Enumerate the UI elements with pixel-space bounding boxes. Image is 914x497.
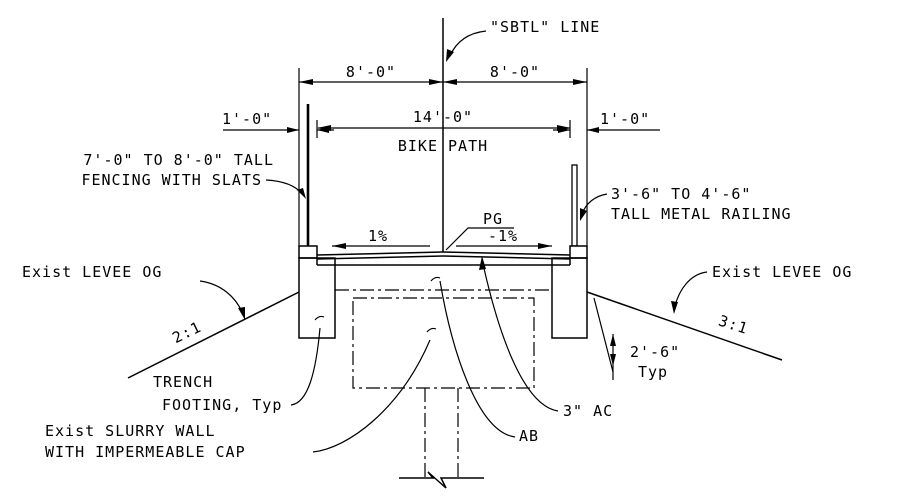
railing-leader-arrow xyxy=(580,208,587,221)
sbtl-leader-arrow xyxy=(446,49,454,62)
fence-label-line2: FENCING WITH SLATS xyxy=(81,171,262,189)
levee-slope-right xyxy=(586,291,783,361)
dim-left-offset: 1'-0" xyxy=(222,110,272,128)
footing-label-line1: TRENCH xyxy=(153,373,213,391)
slope-arrowhead-left xyxy=(332,243,346,249)
depth-arrow-top xyxy=(610,334,616,346)
footing-leader xyxy=(290,327,321,406)
levee-left-leader xyxy=(199,280,243,313)
dim-path-width: 14'-0" xyxy=(413,108,473,126)
break-line xyxy=(399,471,484,489)
depth-slope-ref xyxy=(593,297,614,373)
dim-arrow xyxy=(443,79,457,85)
ac-bottom-left xyxy=(316,255,444,260)
railing-base-block xyxy=(569,245,588,259)
metal-railing-post xyxy=(571,164,578,247)
ratio-right-label: 3:1 xyxy=(716,312,750,338)
slope-right-label: -1% xyxy=(488,227,518,245)
dim-arrow xyxy=(587,127,599,133)
depth-label-line1: 2'-6" xyxy=(630,343,680,361)
levee-right-label: Exist LEVEE OG xyxy=(712,263,852,281)
slurry-leader xyxy=(312,339,431,453)
pg-label: PG xyxy=(483,210,503,228)
dim-right-half: 8'-0" xyxy=(490,63,540,81)
pavement-top-left xyxy=(316,251,444,256)
levee-right-arrow xyxy=(671,301,678,314)
dim-arrow xyxy=(299,79,313,85)
dim-bike-path-label: BIKE PATH xyxy=(398,137,488,155)
slope-arrowhead-right xyxy=(538,243,552,249)
dim-arrow xyxy=(558,127,570,133)
levee-right-leader xyxy=(674,271,708,307)
levee-left-arrow xyxy=(238,307,245,320)
footing-tick-mark xyxy=(314,315,325,321)
ac-leader-arrow xyxy=(479,256,486,270)
dim-left-half: 8'-0" xyxy=(346,63,396,81)
slurry-wall-cap xyxy=(352,297,535,389)
ab-label: AB xyxy=(519,427,539,445)
slurry-tick-mark xyxy=(426,327,437,333)
levee-slope-left xyxy=(127,291,300,379)
depth-arrow-bottom xyxy=(610,354,616,366)
levee-left-label: Exist LEVEE OG xyxy=(22,263,162,281)
dim-right-offset: 1'-0" xyxy=(600,110,650,128)
trench-footing-left xyxy=(298,257,336,339)
fence-leader-arrow xyxy=(297,188,306,199)
dim-arrow xyxy=(317,127,329,133)
slurry-label-line2: WITH IMPERMEABLE CAP xyxy=(45,443,246,461)
pg-leader xyxy=(445,227,514,251)
sbtl-leader xyxy=(449,30,487,57)
railing-label-line1: 3'-6" TO 4'-6" xyxy=(611,185,751,203)
ac-bottom-right xyxy=(442,255,571,260)
pavement-top-right xyxy=(442,251,571,256)
slope-left-label: 1% xyxy=(368,227,388,245)
dim-arrow xyxy=(573,79,587,85)
depth-label-line2: Typ xyxy=(638,363,668,381)
footing-label-line2: FOOTING, Typ xyxy=(162,396,282,414)
fence-base-block xyxy=(298,245,318,259)
ac-leader xyxy=(482,263,559,412)
slurry-label-line1: Exist SLURRY WALL xyxy=(45,422,216,440)
trench-footing-right xyxy=(551,257,588,339)
fence-label-line1: 7'-0" TO 8'-0" TALL xyxy=(83,151,274,169)
dim-arrow xyxy=(287,127,299,133)
dim-arrow xyxy=(429,79,443,85)
ab-leader xyxy=(439,280,516,438)
fence-leader xyxy=(265,179,303,195)
sbtl-line-label: "SBTL" LINE xyxy=(490,18,600,36)
ab-tick-mark xyxy=(430,276,441,282)
railing-label-line2: TALL METAL RAILING xyxy=(611,205,792,223)
ac-label: 3" AC xyxy=(563,402,613,420)
